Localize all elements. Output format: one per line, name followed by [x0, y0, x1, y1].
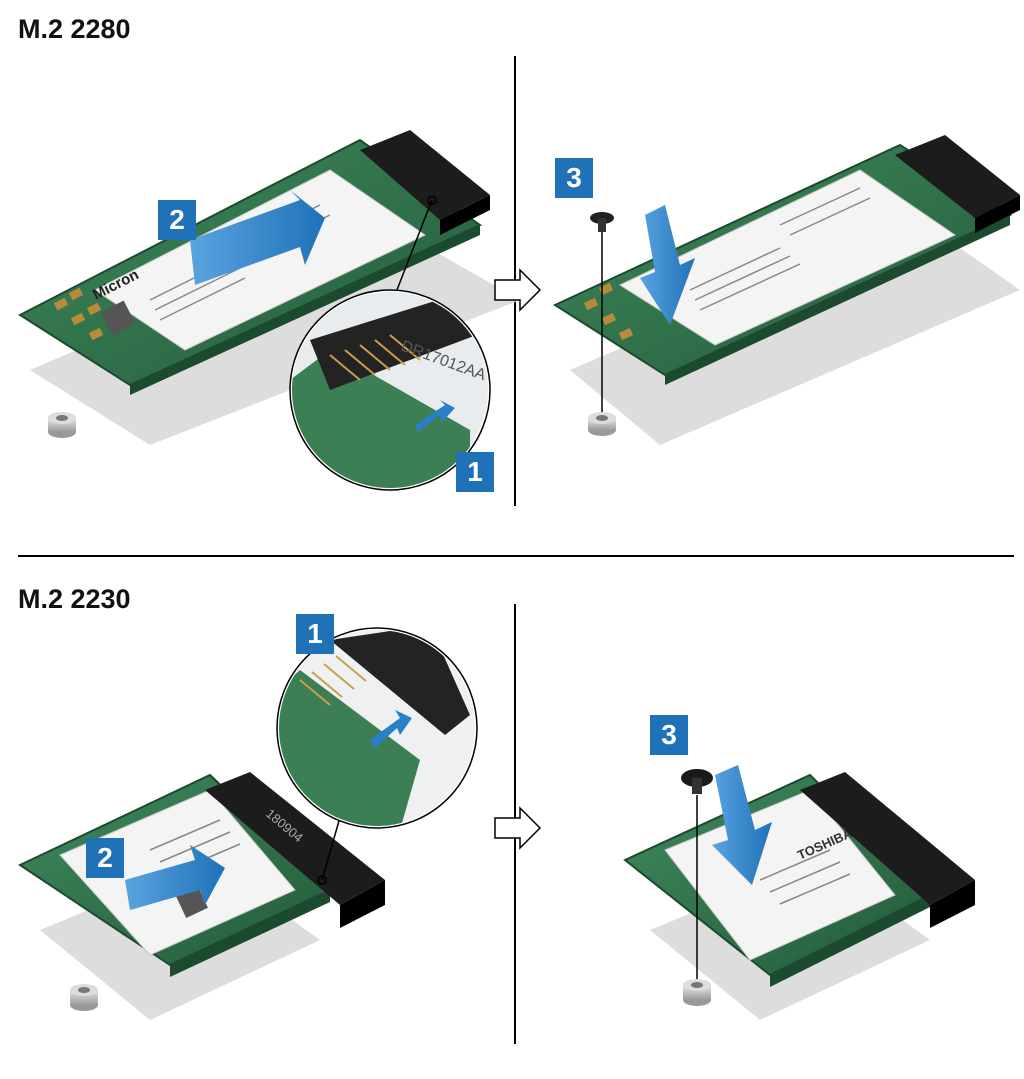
zoom-circle-2230: [276, 627, 478, 885]
screw-2230: [681, 769, 713, 794]
connector-2280-left: [360, 130, 490, 220]
ssd-2230-right: TOSHIBA: [623, 765, 975, 1020]
press-down-arrow-2230: [712, 765, 772, 885]
step-1-callout-top: 1: [456, 452, 494, 492]
standoff-2230-left: [70, 984, 98, 1011]
step-2-callout-bottom: 2: [86, 838, 124, 878]
horizontal-divider: [18, 555, 1014, 557]
step-1-callout-bottom: 1: [296, 614, 334, 654]
ssd-2230-left: 180904: [17, 772, 385, 1020]
outline-arrow-right-icon-bottom: [494, 806, 542, 850]
insert-arrow-2230: [125, 845, 225, 910]
section-title-2280: M.2 2280: [18, 14, 131, 44]
standoff-2280-left: [48, 412, 76, 438]
step-3-callout-bottom: 3: [650, 715, 688, 755]
qr-code: [100, 300, 136, 336]
shadow-2280-left: [30, 220, 520, 445]
press-down-arrow-2280: [640, 205, 695, 325]
ssd-2280-left: Micron: [17, 130, 520, 445]
insert-arrow-2280: [190, 190, 325, 285]
ssd-2280-right: [552, 135, 1020, 445]
standoff-2280-right: [588, 412, 616, 436]
connector-2230-right: [800, 772, 975, 905]
step-3-callout-top: 3: [555, 158, 593, 198]
section-title-2230: M.2 2230: [18, 584, 131, 614]
standoff-2230-right: [683, 979, 711, 1006]
outline-arrow-right-icon: [494, 268, 542, 312]
screw-2280: [590, 212, 614, 232]
zoom-circle-2280: DR17012AA: [289, 195, 491, 491]
connector-2230-left: [205, 772, 385, 905]
connector-2280-right: [895, 135, 1020, 218]
label-sticker-2230-right: [664, 789, 896, 961]
step-2-callout-top: 2: [158, 200, 196, 240]
